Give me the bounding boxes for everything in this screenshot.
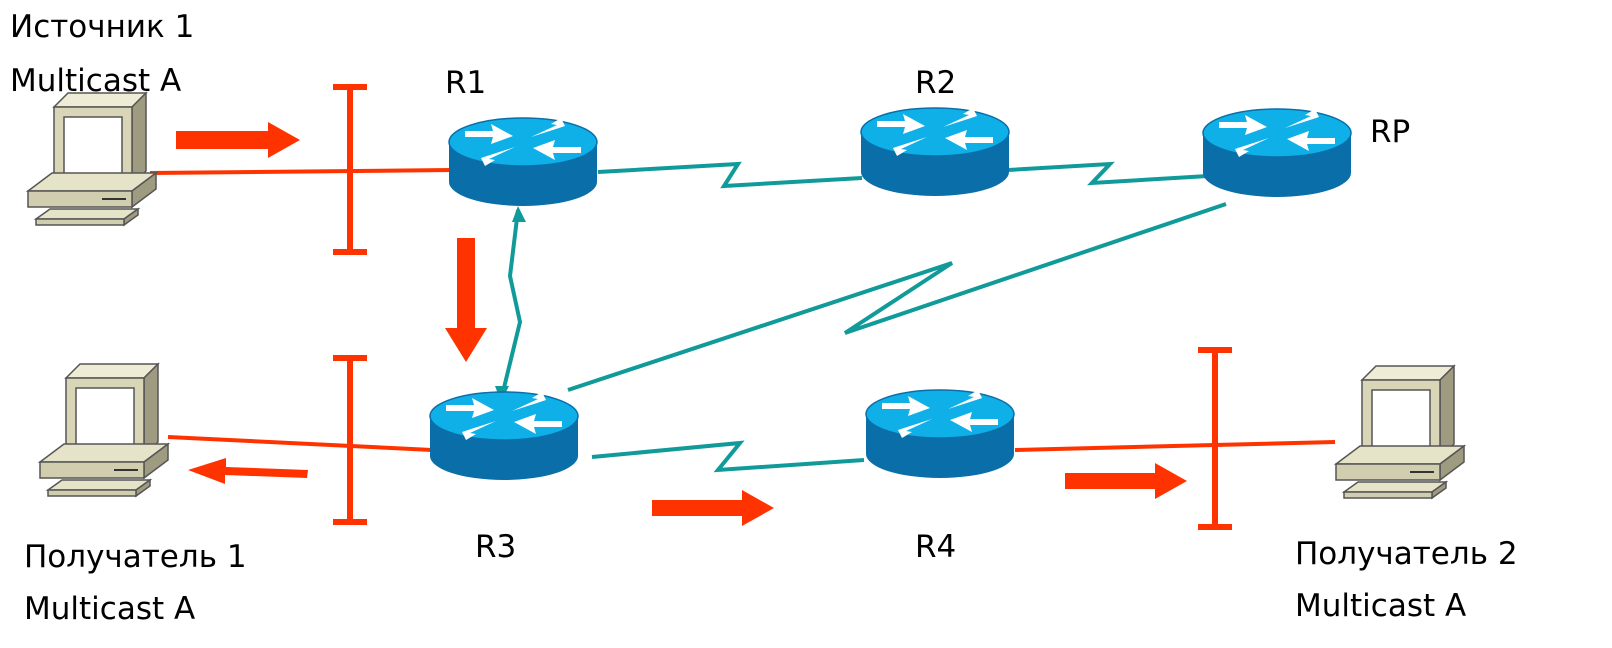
receiver1-pc-icon	[39, 363, 169, 497]
receiver2-group: Multicast A	[1295, 588, 1467, 624]
wan-link-r1-r3	[500, 209, 523, 397]
router-r1-label: R1	[445, 65, 487, 101]
wan-link-r2-rp	[1007, 161, 1209, 186]
source-pc-icon	[27, 92, 157, 226]
wan-link-r3-r4	[591, 440, 865, 473]
flow-arrow-r1-to-r3	[445, 238, 487, 362]
router-r3-label: R3	[475, 529, 517, 565]
wan-link-r3-rp	[567, 202, 1227, 392]
receiver1-title: Получатель 1	[24, 539, 247, 575]
router-rp-icon	[1202, 108, 1352, 198]
flow-arrow-to-receiver2	[1065, 463, 1187, 499]
router-r4-label: R4	[915, 529, 957, 565]
lan-link-r4-receiver2	[1014, 440, 1336, 452]
router-r3-icon	[429, 391, 579, 481]
flow-arrow-source-to-r1	[176, 122, 300, 158]
receiver2-pc-icon	[1335, 365, 1465, 499]
flow-arrow-r3-to-r4	[652, 490, 774, 526]
router-rp-label: RP	[1370, 114, 1411, 150]
source-group: Multicast A	[10, 63, 182, 99]
flow-arrow-to-receiver1	[188, 458, 308, 484]
router-r2-label: R2	[915, 65, 957, 101]
receiver2-title: Получатель 2	[1295, 536, 1518, 572]
router-r1-icon	[448, 117, 598, 207]
lan-link-source-r1	[149, 168, 453, 175]
router-r2-icon	[860, 107, 1010, 197]
lan-link-r3-receiver1	[167, 435, 433, 452]
router-r4-icon	[865, 389, 1015, 479]
wan-link-r1-r2	[597, 161, 863, 189]
lan-segment-bars	[333, 84, 1232, 530]
receiver1-group: Multicast A	[24, 591, 196, 627]
wan-link-arrowheads	[495, 206, 526, 402]
source-title: Источник 1	[10, 9, 195, 45]
